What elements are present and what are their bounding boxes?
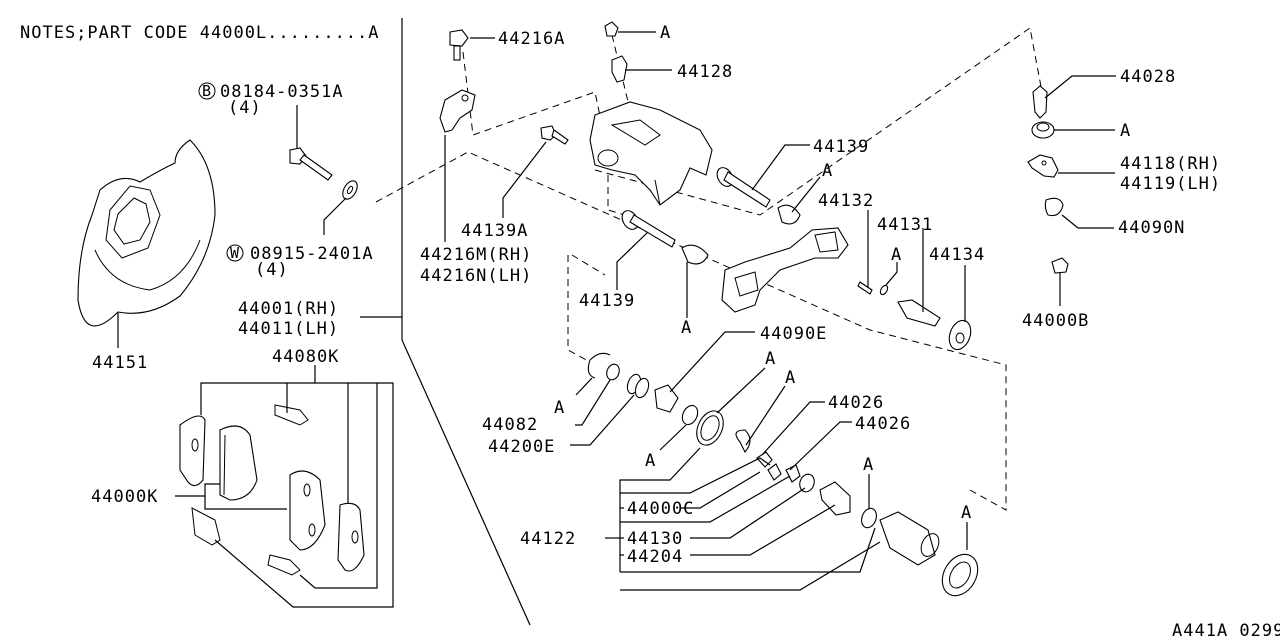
- bleeder-screw-label: 44128: [677, 62, 733, 82]
- caliper-rh-label: 44001(RH): [238, 299, 339, 319]
- bolt-qty-label: (4): [228, 98, 262, 118]
- slide-pin-upper-label: 44139: [813, 137, 869, 157]
- brake-pads: [179, 404, 365, 576]
- pad-kit-bracket: [175, 365, 394, 608]
- ring-a-1-label: A: [554, 398, 565, 418]
- bolt-marker-letter: B: [202, 82, 212, 100]
- adjuster-44131-label: 44131: [877, 215, 933, 235]
- caliper-lh-label: 44011(LH): [238, 319, 339, 339]
- notes-text: NOTES;PART CODE 44000L.........A: [20, 23, 380, 43]
- bolt-part: [289, 105, 333, 181]
- bolt-code-label: 08184-0351A: [220, 82, 344, 102]
- boot-lower-label: A: [681, 318, 692, 338]
- seal-a-right-label: A: [891, 245, 902, 265]
- spring-44200e-label: 44200E: [488, 437, 555, 457]
- divider-line: [401, 339, 531, 626]
- bleeder-screw-part: [604, 21, 672, 83]
- washer-part: [323, 180, 358, 235]
- kit-44000c-label: 44000C: [627, 499, 694, 519]
- kit-44204-label: 44204: [627, 547, 683, 567]
- kit-bracket: [605, 447, 881, 591]
- bracket-rh-label: 44216M(RH): [420, 245, 532, 265]
- lever-rh-label: 44118(RH): [1120, 154, 1221, 174]
- cap-44028-label: 44028: [1120, 67, 1176, 87]
- spring-44090n-label: 44090N: [1118, 218, 1185, 238]
- washer-qty-label: (4): [255, 260, 289, 280]
- washer-44026-1-label: 44026: [828, 393, 884, 413]
- torque-member-part: [721, 227, 849, 313]
- kit-44130-label: 44130: [627, 529, 683, 549]
- ring-44082-label: 44082: [482, 415, 538, 435]
- plate-44134-label: 44134: [929, 245, 985, 265]
- pad-set-label: 44000K: [91, 487, 158, 507]
- caliper-body-part: [589, 101, 713, 206]
- bleeder-bolt-label: 44216A: [498, 29, 565, 49]
- piston-seal-a-label: A: [961, 503, 972, 523]
- slide-pin-upper-part: [716, 144, 821, 225]
- ring-a-4-label: A: [785, 368, 796, 388]
- adjuster-parts: [857, 210, 972, 351]
- nut-44000b-label: 44000B: [1022, 311, 1089, 331]
- washer-44026-2-label: 44026: [855, 414, 911, 434]
- dust-shield-label: 44151: [92, 353, 148, 373]
- bolt-marker-circle: [198, 82, 216, 100]
- bracket-part: [439, 89, 476, 242]
- pin-bolt-label: 44139A: [461, 221, 528, 241]
- pin-44132-label: 44132: [818, 191, 874, 211]
- bracket-lh-label: 44216N(LH): [420, 266, 532, 286]
- lever-lh-label: 44119(LH): [1120, 174, 1221, 194]
- piston-kit-parts: [570, 331, 979, 597]
- washer-marker-letter: W: [230, 244, 240, 262]
- bleeder-bolt-part: [449, 29, 495, 61]
- drawing-code-label: A441A 0299: [1172, 621, 1280, 640]
- kit-44122-label: 44122: [520, 529, 576, 549]
- pad-kit-label: 44080K: [272, 347, 339, 367]
- washer-code-label: 08915-2401A: [250, 244, 374, 264]
- ring-a-2-label: A: [645, 451, 656, 471]
- slide-pin-lower-part: [616, 210, 709, 318]
- pin-bolt-part: [502, 125, 569, 218]
- seal-a-3-label: A: [765, 349, 776, 369]
- oring-a-label: A: [863, 455, 874, 475]
- dust-shield-part: [77, 139, 216, 348]
- boot-upper-label: A: [822, 161, 833, 181]
- seal-a-top-right-label: A: [1120, 121, 1131, 141]
- spring-44090e-label: 44090E: [760, 324, 827, 344]
- slide-pin-lower-label: 44139: [579, 291, 635, 311]
- bleeder-cap-label: A: [660, 23, 671, 43]
- right-column-parts: [1027, 75, 1116, 306]
- washer-marker-circle: [226, 244, 244, 262]
